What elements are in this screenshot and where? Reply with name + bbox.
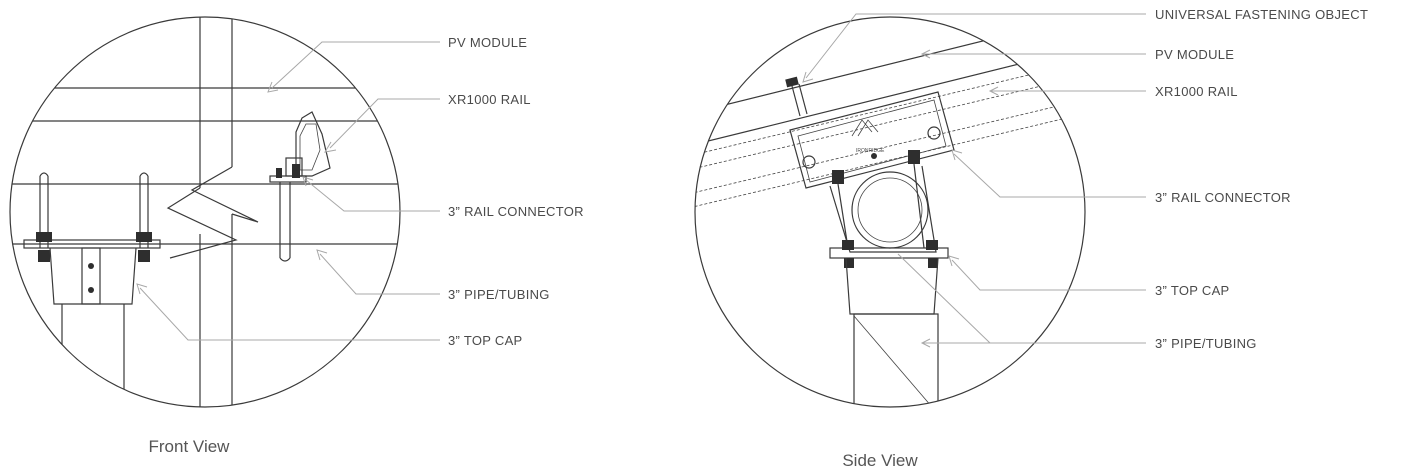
front-view: PV MODULE XR1000 RAIL 3” RAIL CONNECTOR …: [9, 16, 584, 456]
side-view-caption: Side View: [842, 451, 918, 470]
front-label-rail-connector: 3” RAIL CONNECTOR: [448, 204, 584, 219]
side-view-leaders: [802, 13, 1146, 348]
front-label-top-cap: 3” TOP CAP: [448, 333, 523, 348]
side-label-universal-fastening-object: UNIVERSAL FASTENING OBJECT: [1155, 7, 1368, 22]
side-view-detail-circle: [694, 16, 1086, 408]
side-label-top-cap: 3” TOP CAP: [1155, 283, 1230, 298]
rail-marking: IRONRIDGE: [856, 148, 885, 154]
side-label-pipe-tubing: 3” PIPE/TUBING: [1155, 336, 1257, 351]
front-label-pv-module: PV MODULE: [448, 35, 527, 50]
side-label-pv-module: PV MODULE: [1155, 47, 1234, 62]
side-label-rail-connector: 3” RAIL CONNECTOR: [1155, 190, 1291, 205]
front-view-drawing: [10, 17, 400, 407]
front-label-xr1000-rail: XR1000 RAIL: [448, 92, 531, 107]
side-view: IRONRIDGE: [694, 7, 1368, 470]
side-view-drawing: IRONRIDGE: [695, 17, 1085, 407]
front-view-caption: Front View: [149, 437, 231, 456]
front-label-pipe-tubing: 3” PIPE/TUBING: [448, 287, 550, 302]
front-view-leaders: [136, 41, 440, 341]
side-label-xr1000-rail: XR1000 RAIL: [1155, 84, 1238, 99]
front-view-detail-circle: [9, 16, 401, 408]
